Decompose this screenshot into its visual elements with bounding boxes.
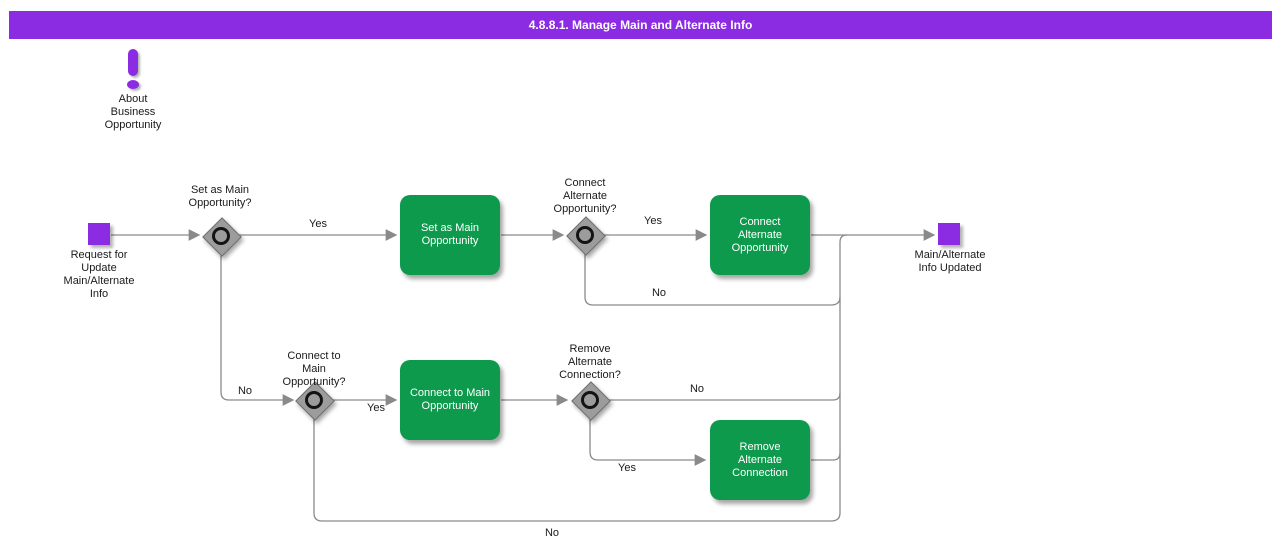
decision-remove-alternate[interactable] xyxy=(571,381,611,421)
decision-set-as-main[interactable] xyxy=(202,217,242,257)
about-note-icon-dot[interactable] xyxy=(127,80,139,89)
edge-d2-no-loop xyxy=(584,234,848,306)
edge-label-d2-yes: Yes xyxy=(644,215,662,227)
decision-circle-icon xyxy=(576,226,594,244)
page-title: 4.8.8.1. Manage Main and Alternate Info xyxy=(9,11,1272,39)
end-event-label: Main/Alternate Info Updated xyxy=(914,249,986,274)
task-remove-alternate-connection[interactable]: Remove Alternate Connection xyxy=(710,420,810,500)
task-connect-to-main-opportunity[interactable]: Connect to Main Opportunity xyxy=(400,360,500,440)
decision-circle-icon xyxy=(305,391,323,409)
decision-set-as-main-question: Set as Main Opportunity? xyxy=(188,184,252,209)
edge-d3-no-loop xyxy=(313,419,841,522)
edge-d4-no xyxy=(608,392,841,401)
edge-d1-no-to-d3 xyxy=(220,254,295,406)
decision-connect-alternate-question: Connect Alternate Opportunity? xyxy=(553,177,617,215)
edge-label-d3-yes: Yes xyxy=(367,402,385,414)
task-connect-alternate-opportunity[interactable]: Connect Alternate Opportunity xyxy=(710,195,810,275)
start-event-node[interactable] xyxy=(88,223,110,245)
edge-label-d1-yes: Yes xyxy=(309,218,327,230)
about-note-icon[interactable] xyxy=(128,49,138,76)
decision-connect-to-main[interactable] xyxy=(295,381,335,421)
decision-circle-icon xyxy=(212,227,230,245)
decision-remove-alternate-question: Remove Alternate Connection? xyxy=(559,343,621,381)
decision-connect-to-main-question: Connect to Main Opportunity? xyxy=(282,350,346,388)
about-note-label: About Business Opportunity xyxy=(104,93,162,131)
edge-label-d4-no: No xyxy=(689,383,705,395)
edge-d4-yes-to-task4 xyxy=(589,418,707,466)
decision-connect-alternate[interactable] xyxy=(566,216,606,256)
start-event-label: Request for Update Main/Alternate Info xyxy=(63,249,135,300)
end-event-node[interactable] xyxy=(938,223,960,245)
task-set-as-main-opportunity[interactable]: Set as Main Opportunity xyxy=(400,195,500,275)
edge-label-d2-no: No xyxy=(651,287,667,299)
decision-circle-icon xyxy=(581,391,599,409)
edge-label-d3-no: No xyxy=(544,527,560,539)
edge-label-d1-no: No xyxy=(237,385,253,397)
edge-task4-out xyxy=(811,452,841,461)
edge-label-d4-yes: Yes xyxy=(618,462,636,474)
